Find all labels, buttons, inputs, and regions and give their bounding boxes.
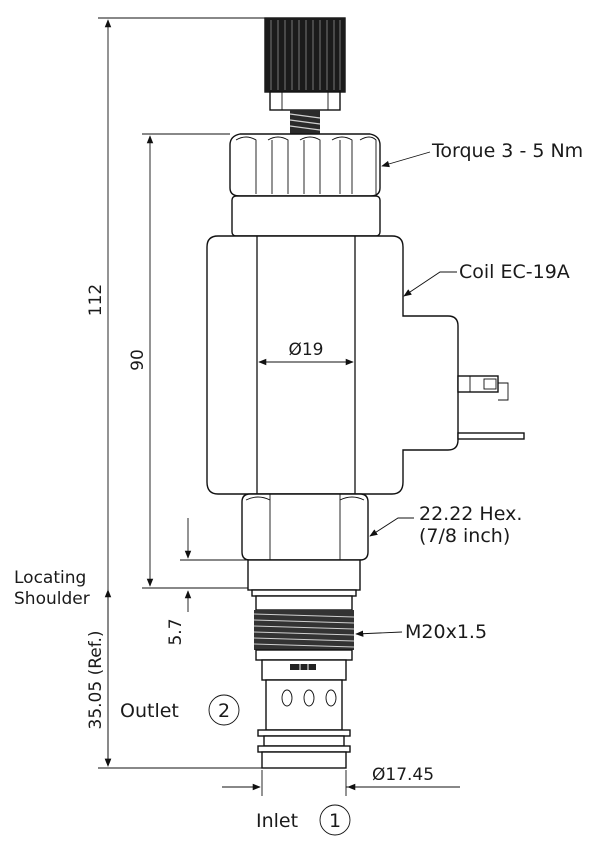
dimension-112-text: 112 xyxy=(86,284,106,316)
inlet-port-number: 1 xyxy=(329,810,341,832)
override-stem xyxy=(289,110,321,134)
dimension-diameter-19-text: Ø19 xyxy=(288,340,323,360)
dimension-cavity-depth: 35.05 (Ref.) xyxy=(86,589,112,767)
torque-text: Torque 3 - 5 Nm xyxy=(431,140,583,162)
hex-text-line1: 22.22 Hex. xyxy=(419,503,522,525)
coil-terminals xyxy=(457,375,525,440)
dimension-5-7-text: 5.7 xyxy=(166,618,186,645)
locating-text-line2: Shoulder xyxy=(14,589,90,609)
inlet-port-circle xyxy=(319,804,351,836)
outlet-port-circle xyxy=(208,694,240,726)
label-hex: 22.22 Hex. (7/8 inch) xyxy=(369,503,522,547)
coil-body xyxy=(206,235,459,495)
override-knob xyxy=(264,17,346,111)
label-inlet: Inlet 1 xyxy=(256,804,351,836)
hex-text-line2: (7/8 inch) xyxy=(419,525,510,547)
dimension-90-text: 90 xyxy=(128,349,148,371)
label-thread: M20x1.5 xyxy=(355,621,487,643)
inlet-text: Inlet xyxy=(256,810,298,832)
valve-cartridge xyxy=(247,559,361,769)
label-locating-shoulder: Locating Shoulder xyxy=(14,568,90,609)
thread-text: M20x1.5 xyxy=(405,621,487,643)
dimension-shoulder: 5.7 xyxy=(166,518,248,646)
label-outlet: Outlet 2 xyxy=(120,694,240,726)
dimension-coil-length: 90 xyxy=(128,133,248,589)
label-coil: Coil EC-19A xyxy=(403,261,570,297)
dimension-35-05-text: 35.05 (Ref.) xyxy=(86,631,106,730)
dimension-coil-diameter: Ø19 xyxy=(258,340,354,366)
outlet-text: Outlet xyxy=(120,700,179,722)
dimension-diameter-17-45-text: Ø17.45 xyxy=(372,765,434,785)
dimension-nose-diameter: Ø17.45 xyxy=(222,765,460,796)
coil-text: Coil EC-19A xyxy=(459,261,570,283)
coil-nut xyxy=(229,133,381,237)
locating-text-line1: Locating xyxy=(14,568,86,588)
outlet-port-number: 2 xyxy=(218,700,230,722)
valve-hex xyxy=(241,493,369,561)
label-torque: Torque 3 - 5 Nm xyxy=(381,140,583,168)
